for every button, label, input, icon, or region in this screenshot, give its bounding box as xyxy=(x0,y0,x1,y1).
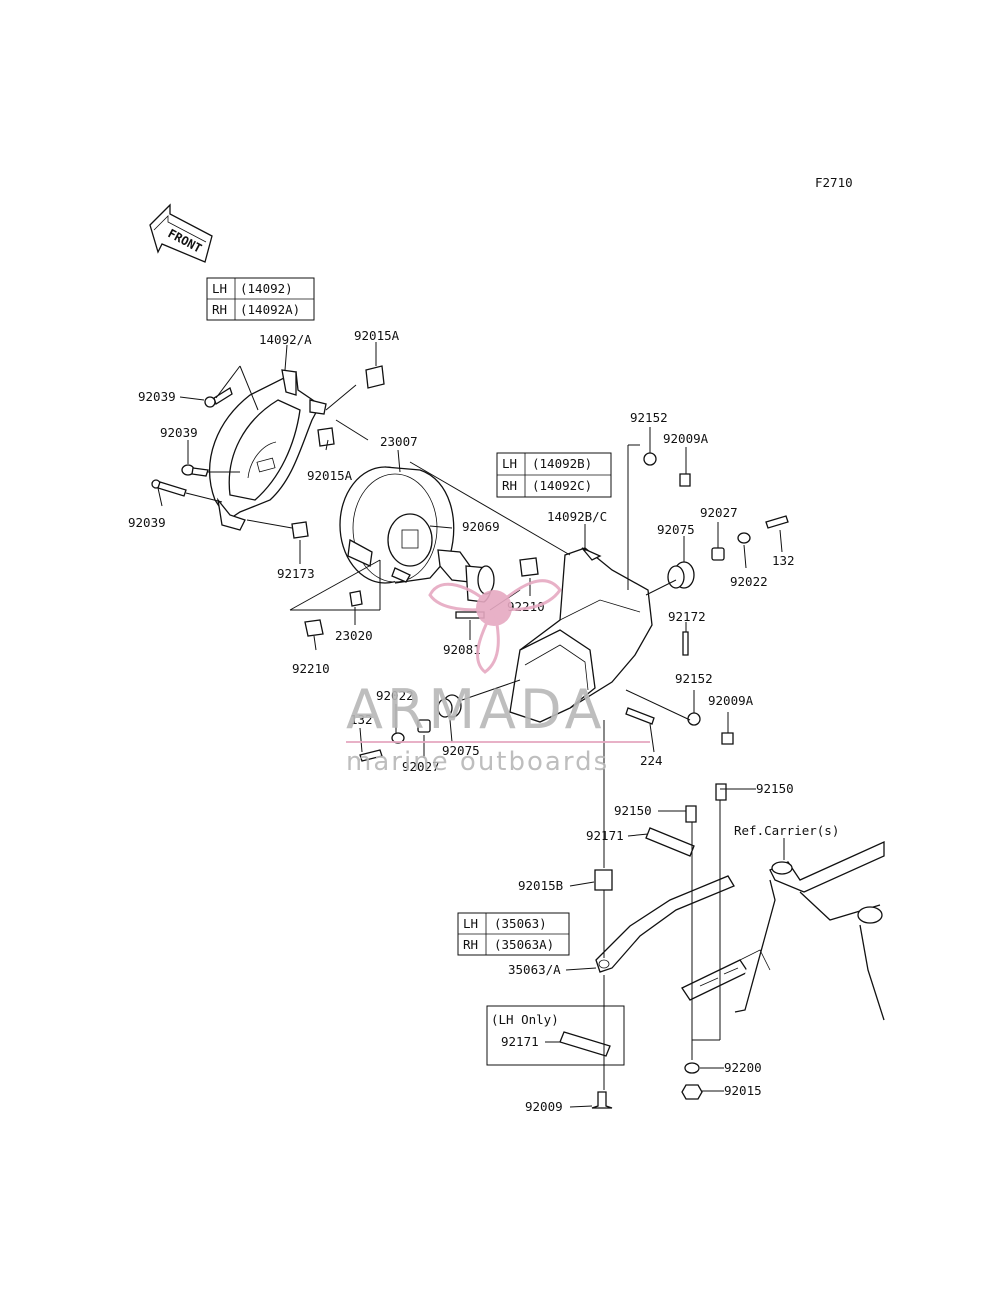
label-92009a: 92009A xyxy=(708,693,754,708)
washer-icon xyxy=(684,1062,700,1074)
label-92075: 92075 xyxy=(657,522,695,537)
table-bracket: LH (35063) RH (35063A) xyxy=(457,912,570,956)
label-92081: 92081 xyxy=(443,642,481,657)
label-92152: 92152 xyxy=(675,671,713,686)
clip-icon xyxy=(291,521,309,539)
label-92015a: 92015A xyxy=(354,328,400,343)
label-92009: 92009 xyxy=(525,1099,563,1114)
bolt-icon xyxy=(591,1091,613,1109)
label-92150: 92150 xyxy=(614,803,652,818)
label-92173: 92173 xyxy=(277,566,315,581)
front-arrow-icon: FRONT xyxy=(149,203,213,263)
clip-icon xyxy=(365,365,385,389)
bolt-icon xyxy=(721,732,734,745)
lh-only-box: (LH Only) 92171 xyxy=(486,1005,625,1066)
label-14092b-c: 14092B/C xyxy=(547,509,607,524)
table-cell: (14092B) xyxy=(532,456,592,471)
table-cell: RH xyxy=(502,478,517,493)
label-92027: 92027 xyxy=(700,505,738,520)
label-92039: 92039 xyxy=(138,389,176,404)
label-92027: 92027 xyxy=(402,759,440,774)
grommet-icon xyxy=(667,561,695,589)
nut-icon xyxy=(687,712,701,726)
label-35063-a: 35063/A xyxy=(508,962,561,977)
label-132: 132 xyxy=(772,553,795,568)
strap-icon xyxy=(559,1031,611,1057)
table-cell: LH xyxy=(502,456,517,471)
table-cell: (35063A) xyxy=(494,937,554,952)
label-92015: 92015 xyxy=(724,1083,762,1098)
label-92015a: 92015A xyxy=(307,468,353,483)
label-23007: 23007 xyxy=(380,434,418,449)
label-92009a: 92009A xyxy=(663,431,709,446)
label-92039: 92039 xyxy=(128,515,166,530)
nut-icon xyxy=(681,1084,703,1100)
bolt-icon xyxy=(765,515,789,529)
table-cell: RH xyxy=(212,302,227,317)
table-cell: RH xyxy=(463,937,478,952)
watermark: ARMADA marine outboards xyxy=(346,579,650,777)
bolt-icon xyxy=(679,473,691,487)
washer-icon xyxy=(737,532,751,544)
screw-icon xyxy=(682,631,689,656)
label-14092-a: 14092/A xyxy=(259,332,312,347)
nut-icon xyxy=(643,452,657,466)
propeller-logo-icon xyxy=(428,579,562,674)
label-224: 224 xyxy=(640,753,663,768)
clip-icon xyxy=(317,427,335,447)
table-headlight-housing-top: LH (14092) RH (14092A) xyxy=(206,277,315,321)
grommet-icon xyxy=(437,694,462,718)
table-headlight-housing-right: LH (14092B) RH (14092C) xyxy=(496,452,612,498)
label-92069: 92069 xyxy=(462,519,500,534)
label-92015b: 92015B xyxy=(518,878,563,893)
bolt-icon xyxy=(715,783,727,801)
ref-carrier-label: Ref.Carrier(s) xyxy=(734,823,839,838)
lh-only-title: (LH Only) xyxy=(491,1012,559,1027)
headlight-housing-right xyxy=(509,547,653,723)
label-92039: 92039 xyxy=(160,425,198,440)
mounting-bracket xyxy=(595,875,749,1001)
label-92171: 92171 xyxy=(586,828,624,843)
headlight-housing-left xyxy=(208,369,327,531)
table-cell: LH xyxy=(463,916,478,931)
carrier-frame xyxy=(734,840,885,1021)
label-92172: 92172 xyxy=(668,609,706,624)
clip-icon xyxy=(304,619,324,637)
label-92022: 92022 xyxy=(376,688,414,703)
label-132: 132 xyxy=(350,712,373,727)
figure-code: F2710 xyxy=(815,175,853,190)
table-cell: (35063) xyxy=(494,916,547,931)
bolt-icon xyxy=(359,749,383,762)
rivet-icon xyxy=(204,387,233,408)
label-92075: 92075 xyxy=(442,743,480,758)
collar-icon xyxy=(417,719,431,733)
label-92150: 92150 xyxy=(756,781,794,796)
bolt-icon xyxy=(685,805,697,823)
spacer-icon xyxy=(594,869,613,891)
headlight-unit xyxy=(339,466,455,584)
strap-icon xyxy=(645,827,695,857)
table-cell: (14092C) xyxy=(532,478,592,493)
label-23020: 23020 xyxy=(335,628,373,643)
label-92152: 92152 xyxy=(630,410,668,425)
label-92210: 92210 xyxy=(292,661,330,676)
lh-only-part: 92171 xyxy=(501,1034,539,1049)
nut-icon xyxy=(349,590,363,607)
label-92200: 92200 xyxy=(724,1060,762,1075)
rivet-icon xyxy=(181,464,209,477)
collar-icon xyxy=(711,547,725,561)
part-labels: 14092/A 92015A 92039 92039 92039 92015A … xyxy=(128,328,839,1114)
table-cell: LH xyxy=(212,281,227,296)
table-cell: (14092A) xyxy=(240,302,300,317)
watermark-tagline: marine outboards xyxy=(346,747,609,777)
table-cell: (14092) xyxy=(240,281,293,296)
bolt-icon xyxy=(625,707,655,725)
label-92022: 92022 xyxy=(730,574,768,589)
clip-icon xyxy=(519,557,539,577)
rivet-icon xyxy=(151,479,187,497)
watermark-brand: ARMADA xyxy=(346,678,606,741)
